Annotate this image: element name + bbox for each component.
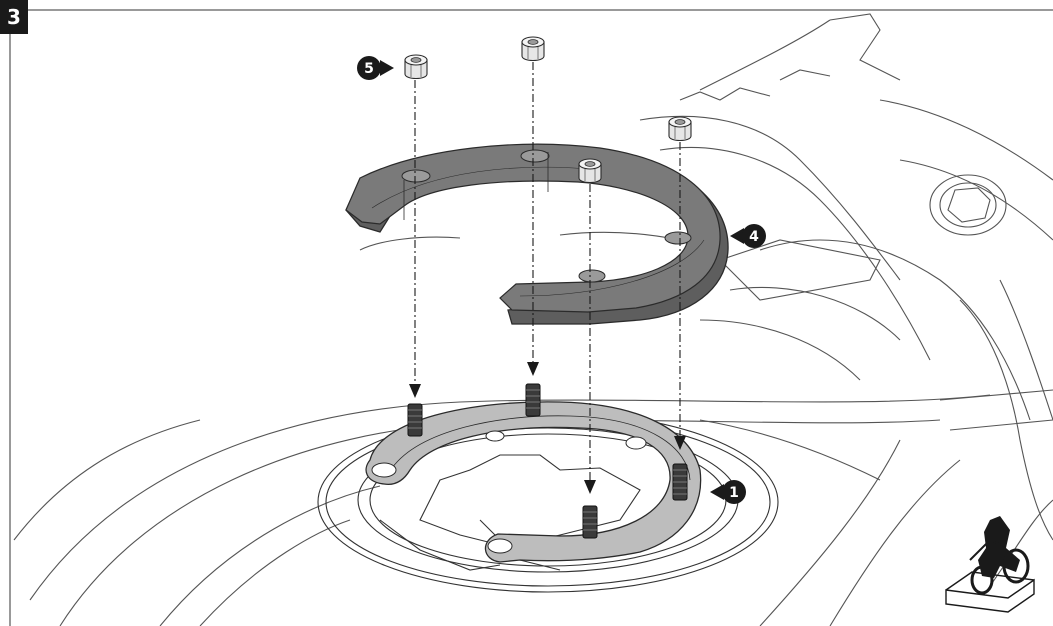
bolt-2 (525, 383, 541, 417)
tank-ring (365, 401, 702, 563)
alignment-lines (414, 62, 681, 488)
callout-label-tank-ring: 1 (729, 485, 739, 501)
nuts (404, 36, 692, 184)
callout-tank-ring: 1 (710, 480, 746, 504)
motorcycle-background-outline (13, 13, 1053, 626)
bolt-3 (582, 505, 598, 539)
ring-adapter (345, 143, 729, 325)
callout-label-ring-adapter: 4 (749, 229, 759, 245)
callout-label-bolt-nut: 5 (364, 61, 374, 77)
motorcycle-tank-icon (945, 516, 1035, 613)
alignment-arrowheads (409, 362, 686, 494)
callout-ring-adapter: 4 (730, 224, 766, 248)
callout-bolt-nut: 5 (357, 56, 394, 80)
step-number-badge: 3 (0, 0, 28, 34)
nut-3 (578, 158, 602, 184)
bolt-4 (672, 463, 688, 501)
nut-2 (521, 36, 545, 62)
nut-4 (668, 116, 692, 142)
bolt-1 (407, 403, 423, 437)
nut-1 (404, 54, 428, 80)
bolt-studs (407, 383, 688, 539)
